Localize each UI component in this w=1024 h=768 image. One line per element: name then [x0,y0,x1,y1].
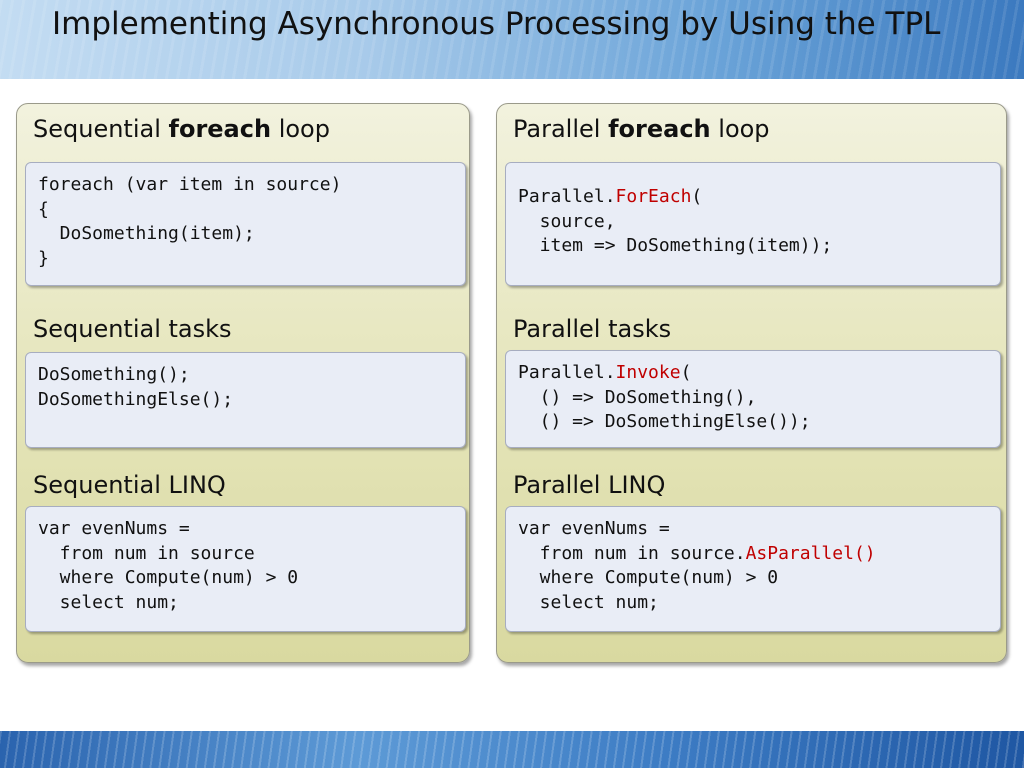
parallel-foreach-code: Parallel.ForEach( source, item => DoSome… [505,162,1001,286]
heading-keyword: foreach [168,115,272,143]
sequential-foreach-heading: Sequential foreach loop [33,114,330,144]
sequential-panel: Sequential foreach loop foreach (var ite… [16,103,470,663]
sequential-tasks-code: DoSomething(); DoSomethingElse(); [25,352,466,448]
code-keyword-highlight: AsParallel() [745,542,876,564]
parallel-foreach-heading: Parallel foreach loop [513,114,770,144]
parallel-tasks-heading: Parallel tasks [513,315,672,343]
sequential-linq-code: var evenNums = from num in source where … [25,506,466,632]
heading-text: loop [710,115,770,143]
code-keyword-highlight: Invoke [615,362,681,383]
code-text: var evenNums = from num in source where … [38,518,299,613]
parallel-linq-code: var evenNums = from num in source.AsPara… [505,506,1001,632]
sequential-linq-heading: Sequential LINQ [33,471,226,499]
code-text: Parallel. [518,186,616,207]
code-text: ( source, item => DoSomething(item)); [539,186,833,256]
parallel-tasks-code: Parallel.Invoke( () => DoSomething(), ()… [505,350,1001,448]
code-text: Parallel. [518,362,616,383]
code-text: ( () => DoSomething(), () => DoSomething… [539,362,811,432]
heading-keyword: foreach [608,115,711,143]
title-banner [0,0,1024,79]
code-text: DoSomething(); DoSomethingElse(); [38,364,234,410]
code-text: foreach (var item in source) { DoSomethi… [38,174,342,269]
parallel-panel: Parallel foreach loop Parallel.ForEach( … [496,103,1007,663]
slide-title: Implementing Asynchronous Processing by … [52,6,941,42]
code-keyword-highlight: ForEach [615,186,692,207]
code-text: var evenNums = from num in source. [518,518,746,564]
heading-text: Parallel [513,115,609,143]
sequential-tasks-heading: Sequential tasks [33,315,232,343]
sequential-foreach-code: foreach (var item in source) { DoSomethi… [25,162,466,286]
parallel-linq-heading: Parallel LINQ [513,471,666,499]
heading-text: loop [271,115,330,143]
code-text: where Compute(num) > 0 select num; [539,567,779,613]
heading-text: Sequential [33,115,169,143]
footer-banner [0,731,1024,768]
